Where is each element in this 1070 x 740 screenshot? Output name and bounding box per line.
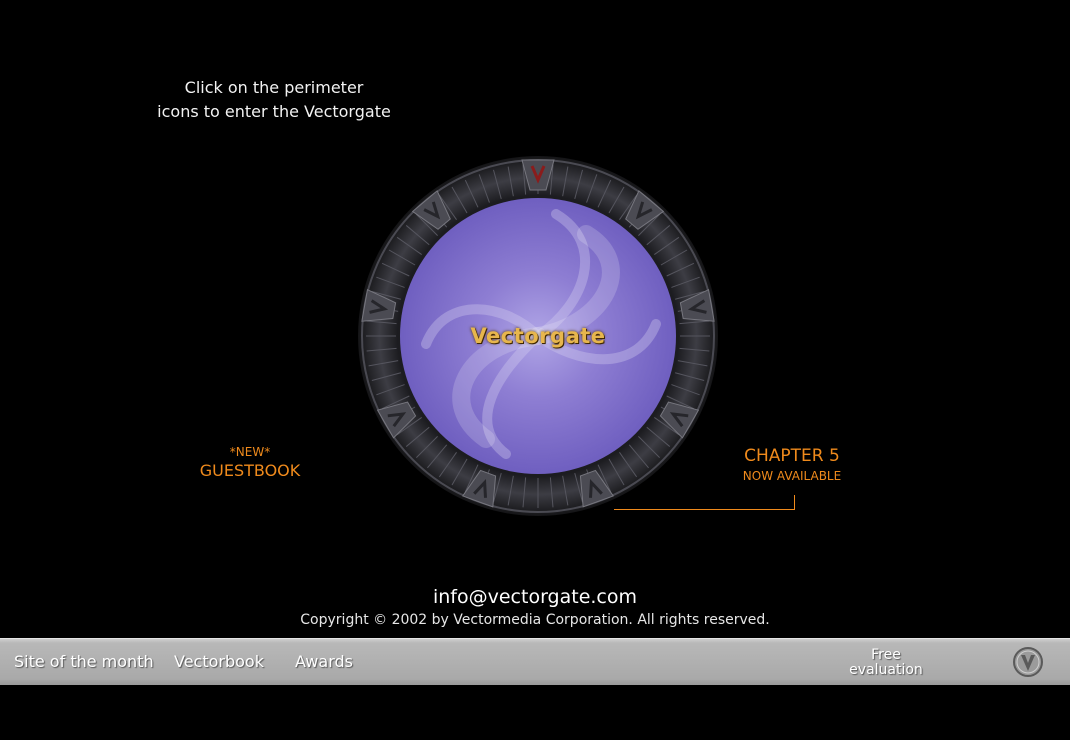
ring-rib: [522, 164, 527, 195]
ring-rib: [427, 444, 448, 469]
ring-rib: [507, 475, 514, 506]
free-label: Free: [871, 647, 901, 663]
ring-rib: [654, 417, 680, 436]
ring-rib: [646, 225, 671, 246]
nav-awards[interactable]: Awards: [295, 652, 353, 671]
ring-rib: [666, 395, 695, 410]
ring-rib: [371, 372, 401, 381]
ring-rib: [464, 179, 479, 208]
gate-chevron[interactable]: [573, 468, 615, 508]
ring-rib: [376, 276, 405, 288]
gate-chevron[interactable]: [521, 159, 555, 191]
ring-rib: [507, 166, 514, 197]
ring-rib: [608, 186, 625, 214]
gate-chevron[interactable]: [361, 288, 397, 327]
ring-rib: [493, 473, 502, 503]
guestbook-label: GUESTBOOK: [199, 461, 301, 480]
ring-rib: [638, 436, 660, 458]
gate-chevron[interactable]: [620, 190, 665, 235]
ring-rib: [451, 458, 468, 486]
ring-rib: [396, 236, 422, 255]
vectorgate-logo-icon[interactable]: [1012, 646, 1044, 678]
chapter-subtitle: NOW AVAILABLE: [742, 469, 842, 483]
gate-chevron[interactable]: [679, 288, 715, 327]
ring-rib: [493, 169, 502, 199]
ring-rib: [522, 477, 527, 508]
ring-rib: [438, 194, 457, 220]
stargate-graphic: [358, 156, 718, 516]
ring-rib: [366, 347, 397, 352]
nav-site-of-the-month[interactable]: Site of the month: [14, 652, 154, 671]
enter-instructions: Click on the perimeter icons to enter th…: [140, 76, 408, 124]
ring-rib: [549, 477, 554, 508]
ring-rib: [381, 262, 410, 277]
ring-rib: [608, 458, 625, 486]
copyright-text: Copyright © 2002 by Vectormedia Corporat…: [300, 612, 770, 628]
ring-rib: [562, 475, 569, 506]
chapter-callout-line: [614, 495, 795, 510]
ring-rib: [416, 214, 438, 236]
ring-rib: [619, 194, 638, 220]
event-horizon: [400, 198, 676, 474]
ring-rib: [654, 236, 680, 255]
ring-rib: [675, 372, 705, 381]
ring-rib: [671, 276, 700, 288]
bottom-navbar: Site of the month Vectorbook Awards Free…: [0, 638, 1070, 685]
gate-title: Vectorgate: [470, 324, 606, 348]
ring-rib: [677, 360, 708, 367]
ring-rib: [638, 214, 660, 236]
ring-rib: [671, 384, 700, 396]
gate-chevron[interactable]: [656, 395, 700, 439]
ring-rib: [646, 426, 671, 447]
ring-rib: [562, 166, 569, 197]
ring-rib: [660, 249, 688, 266]
ring-rib: [396, 417, 422, 436]
ring-rib: [388, 249, 416, 266]
ring-rib: [675, 291, 705, 300]
ring-rib: [438, 452, 457, 478]
chapter-5-link[interactable]: CHAPTER 5 NOW AVAILABLE: [730, 445, 854, 485]
ring-rib: [586, 174, 598, 203]
ring-rib: [679, 347, 710, 352]
nav-free-evaluation[interactable]: Free evaluation: [836, 648, 936, 678]
ring-rib: [597, 464, 612, 493]
ring-rib: [371, 291, 401, 300]
ring-rib: [549, 164, 554, 195]
stargate-portal[interactable]: Vectorgate: [356, 154, 720, 518]
contact-email-link[interactable]: info@vectorgate.com: [432, 586, 638, 608]
gate-chevron[interactable]: [461, 468, 503, 508]
ring-rib: [405, 426, 430, 447]
ring-rib: [619, 452, 638, 478]
ring-rib: [574, 473, 583, 503]
ring-rib: [478, 174, 490, 203]
ring-rib: [366, 320, 397, 325]
guestbook-link[interactable]: *NEW* GUESTBOOK: [196, 444, 304, 482]
new-badge: *NEW*: [229, 445, 271, 459]
ring-rib: [464, 464, 479, 493]
ring-rib: [666, 262, 695, 277]
ring-rib: [451, 186, 468, 214]
gate-chevron[interactable]: [376, 395, 420, 439]
ring-rib: [574, 169, 583, 199]
chapter-title: CHAPTER 5: [744, 446, 840, 466]
gate-chevron[interactable]: [411, 190, 457, 235]
ring-rib: [679, 320, 710, 325]
ring-rib: [628, 444, 649, 469]
ring-rib: [597, 179, 612, 208]
nav-vectorbook[interactable]: Vectorbook: [174, 652, 264, 671]
ring-rib: [381, 395, 410, 410]
ring-rib: [376, 384, 405, 396]
evaluation-label: evaluation: [849, 662, 923, 678]
instructions-line-2: icons to enter the Vectorgate: [157, 102, 391, 121]
ring-rib: [416, 436, 438, 458]
instructions-line-1: Click on the perimeter: [184, 78, 364, 97]
ring-rib: [368, 360, 399, 367]
ring-rib: [405, 225, 430, 246]
